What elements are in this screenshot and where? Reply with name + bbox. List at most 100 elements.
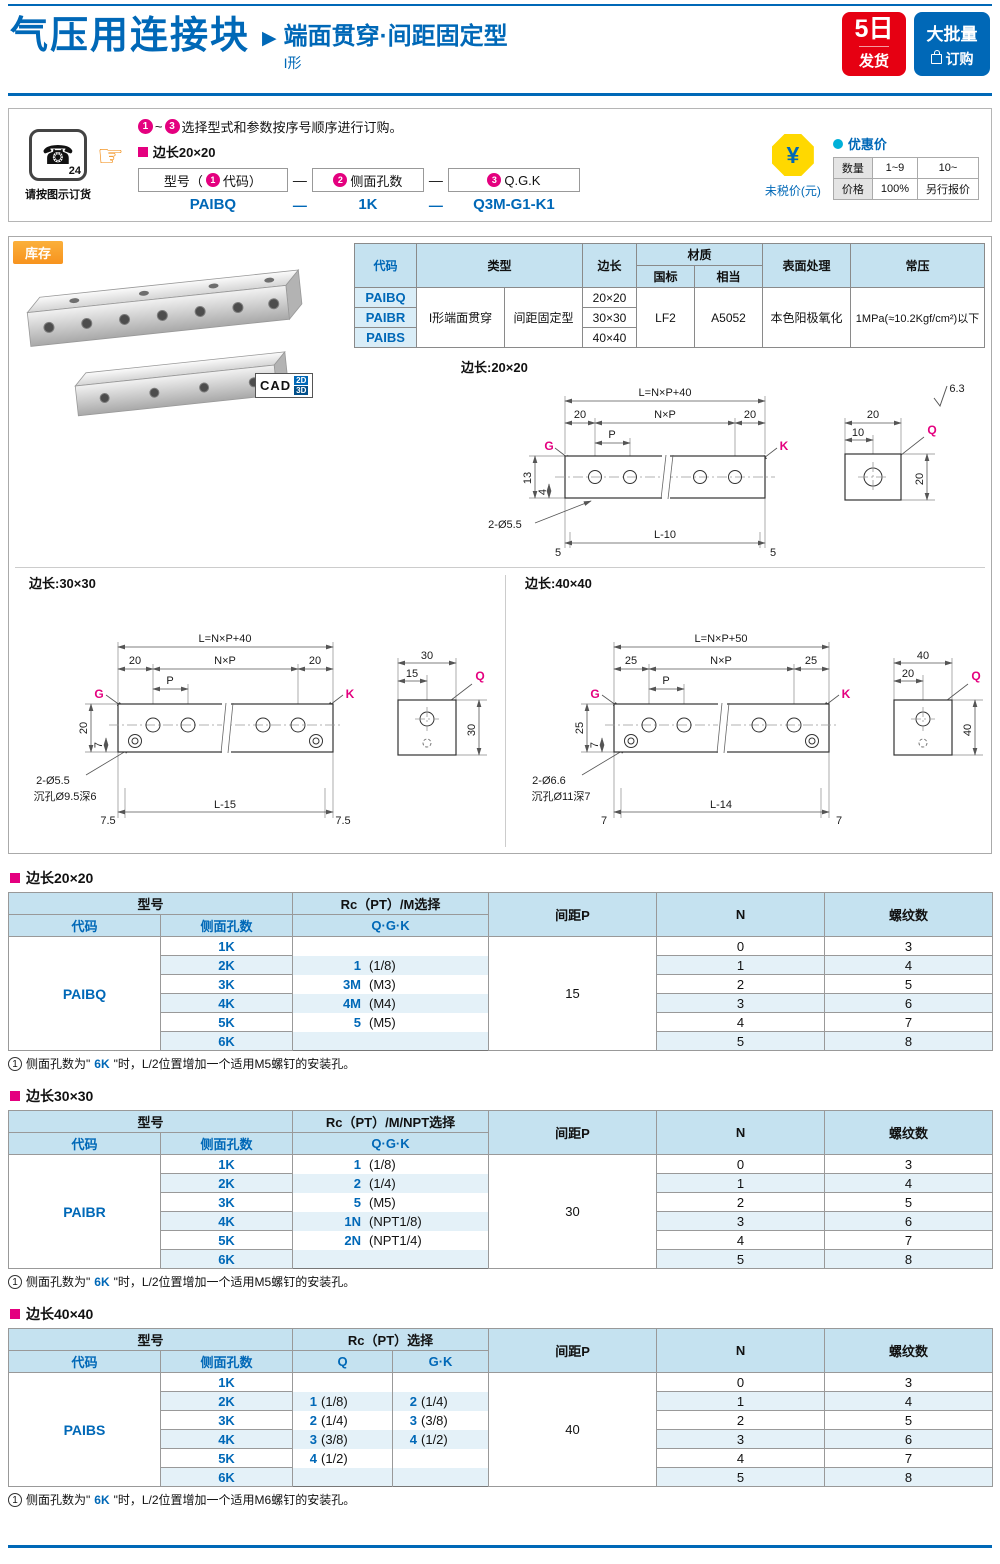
ship-5day-badge: 5日 发货 bbox=[842, 12, 906, 76]
circle-1-icon: 1 bbox=[205, 173, 220, 187]
table-row: 6K 5 8 bbox=[9, 1467, 994, 1487]
option-cell: 1(1/8) bbox=[292, 955, 490, 975]
note-code: 6K bbox=[94, 1492, 110, 1507]
threads-cell: 5 bbox=[824, 974, 994, 994]
dash-separator: — bbox=[428, 172, 443, 188]
svg-text:L-10: L-10 bbox=[654, 529, 676, 541]
option-q-cell bbox=[292, 1372, 394, 1392]
price-1: 100% bbox=[871, 178, 919, 200]
size-table-20x20: 型号 Rc（PT）/M选择 间距P N 螺纹数 代码 侧面孔数 Q·G·K PA… bbox=[7, 892, 994, 1051]
option-gk-cell: 4(1/2) bbox=[392, 1429, 490, 1449]
drawing-20x20-title: 边长:20×20 bbox=[461, 360, 528, 375]
threads-cell: 7 bbox=[824, 1448, 994, 1468]
svg-text:7: 7 bbox=[601, 815, 607, 827]
svg-text:20: 20 bbox=[914, 473, 926, 485]
svg-text:N×P: N×P bbox=[654, 409, 676, 421]
option-q-cell: 4(1/2) bbox=[292, 1448, 394, 1468]
svg-text:25: 25 bbox=[805, 655, 817, 667]
example-code: PAIBQ bbox=[189, 196, 237, 213]
threads-cell: 3 bbox=[824, 1154, 994, 1174]
cad-2d-label: 2D bbox=[294, 376, 309, 385]
svg-text:G: G bbox=[590, 687, 599, 701]
header-n: N bbox=[656, 892, 826, 937]
option-cell: 3M(M3) bbox=[292, 974, 490, 994]
svg-text:N×P: N×P bbox=[214, 655, 236, 667]
option-cell bbox=[292, 1249, 490, 1269]
header-pitch: 间距P bbox=[488, 1110, 658, 1155]
cad-badge: CAD 2D 3D bbox=[255, 373, 314, 398]
n-cell: 1 bbox=[656, 955, 826, 975]
note-text: 侧面孔数为" bbox=[26, 1057, 91, 1071]
phone-24-icon: ☎ 24 bbox=[29, 128, 87, 181]
threads-cell: 4 bbox=[824, 1173, 994, 1193]
header-rc: Rc（PT）/M选择 bbox=[292, 892, 490, 915]
cad-label: CAD bbox=[260, 378, 292, 393]
header-model: 型号 bbox=[7, 1328, 294, 1351]
svg-text:7.5: 7.5 bbox=[335, 815, 350, 827]
svg-text:P: P bbox=[608, 429, 615, 441]
steps-text: 选择型式和参数按序号顺序进行订购。 bbox=[181, 120, 403, 135]
svg-text:20: 20 bbox=[867, 409, 879, 421]
dimension-lines bbox=[88, 644, 482, 815]
header-threads: 螺纹数 bbox=[824, 1328, 994, 1373]
option-cell: 2N(NPT1/4) bbox=[292, 1230, 490, 1250]
svg-text:K: K bbox=[780, 439, 789, 453]
bulk-label-bottom: 订购 bbox=[945, 50, 974, 67]
header-holes: 侧面孔数 bbox=[159, 1350, 294, 1373]
drawing-40x40: 边长:40×40 bbox=[509, 573, 994, 845]
holes-cell: 3K bbox=[159, 1192, 294, 1212]
threads-cell: 8 bbox=[824, 1467, 994, 1487]
box1-pre: 型号（ bbox=[163, 173, 203, 189]
svg-text:7.5: 7.5 bbox=[100, 815, 115, 827]
footnote-40x40: 1 侧面孔数为"6K"时，L/2位置增加一个适用M6螺钉的安装孔。 bbox=[8, 1491, 992, 1508]
threads-cell: 8 bbox=[824, 1249, 994, 1269]
option-gk-cell: 3(3/8) bbox=[392, 1410, 490, 1430]
threads-cell: 6 bbox=[824, 993, 994, 1013]
holes-cell: 4K bbox=[159, 993, 294, 1013]
note-code: 6K bbox=[94, 1274, 110, 1289]
n-cell: 5 bbox=[656, 1031, 826, 1051]
spec-pressure: 1MPa(≈10.2Kgf/cm²)以下 bbox=[850, 287, 985, 348]
table-row: 2K 1(1/8) 1 4 bbox=[9, 955, 994, 975]
svg-text:7: 7 bbox=[93, 742, 105, 748]
table-row: 4K 1N(NPT1/8) 3 6 bbox=[9, 1211, 994, 1231]
header-qgk: Q·G·K bbox=[292, 914, 490, 937]
option-gk-cell bbox=[392, 1372, 490, 1392]
bag-icon bbox=[930, 49, 942, 64]
example-holes: 1K bbox=[358, 196, 378, 213]
product-photo bbox=[26, 269, 303, 417]
price-table: 数量 1~9 10~ 价格 100% 另行报价 bbox=[832, 157, 979, 200]
holes-cell: 4K bbox=[159, 1429, 294, 1449]
header-model: 型号 bbox=[7, 1110, 294, 1133]
svg-text:25: 25 bbox=[574, 722, 586, 734]
spec-side: 20×20 bbox=[582, 287, 637, 308]
header-badges: 5日 发货 大批量 订购 bbox=[842, 12, 990, 76]
phone-24-label: 24 bbox=[68, 164, 81, 177]
model-number-builder: 1 ~ 3 选择型式和参数按序号顺序进行订购。 边长20×20 型号（ 1 代码… bbox=[137, 117, 580, 213]
threads-cell: 7 bbox=[824, 1230, 994, 1250]
spec-row: PAIBQ I形端面贯穿 间距固定型 20×20 LF2 A5052 本色阳极氧… bbox=[354, 287, 985, 348]
header-threads: 螺纹数 bbox=[824, 1110, 994, 1155]
price-info: ¥ 未税价(元) 优惠价 数量 1~9 10~ 价格 100% bbox=[765, 130, 979, 200]
section-title-text: 边长40×40 bbox=[26, 1306, 94, 1322]
svg-text:4: 4 bbox=[537, 489, 549, 495]
bulk-order-badge: 大批量 订购 bbox=[914, 12, 990, 76]
spec-header-surface: 表面处理 bbox=[762, 243, 851, 288]
threads-cell: 3 bbox=[824, 936, 994, 956]
size-table-40x40: 型号 Rc（PT）选择 间距P N 螺纹数 代码 侧面孔数 Q G·K PAIB… bbox=[7, 1328, 994, 1487]
threads-cell: 6 bbox=[824, 1211, 994, 1231]
dash-separator: — bbox=[292, 172, 307, 188]
top-rule bbox=[8, 4, 992, 6]
svg-text:2-Ø5.5: 2-Ø5.5 bbox=[36, 775, 70, 787]
option-cell bbox=[292, 936, 490, 956]
spec-side: 30×30 bbox=[582, 307, 637, 328]
holes-cell: 5K bbox=[159, 1448, 294, 1468]
model-code-box: 型号（ 1 代码） bbox=[137, 168, 288, 192]
svg-text:40: 40 bbox=[917, 650, 929, 662]
svg-text:13: 13 bbox=[522, 472, 534, 484]
note-code: 6K bbox=[94, 1056, 110, 1071]
holes-cell: 3K bbox=[159, 974, 294, 994]
step-1-icon: 1 bbox=[137, 119, 153, 134]
svg-text:30: 30 bbox=[466, 724, 478, 736]
